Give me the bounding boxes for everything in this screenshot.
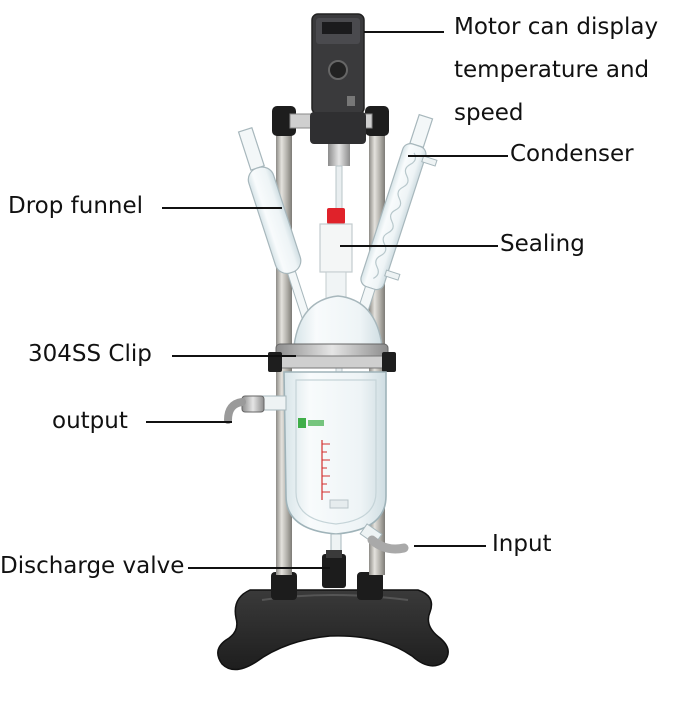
- seal-body: [319, 223, 353, 273]
- label-output: output: [52, 408, 128, 434]
- condenser: [355, 113, 438, 319]
- label-drop-funnel: Drop funnel: [8, 193, 144, 219]
- stand-base: [217, 589, 449, 671]
- motor-head-icon: [310, 13, 366, 144]
- seal-cap: [327, 208, 345, 224]
- reactor-lid: [293, 295, 383, 347]
- right-foot: [357, 572, 383, 600]
- input-port: [359, 523, 409, 554]
- label-clip: 304SS Clip: [28, 341, 152, 367]
- label-condenser: Condenser: [510, 141, 634, 167]
- chuck: [328, 144, 350, 166]
- left-foot: [271, 572, 297, 600]
- label-motor: Motor can display temperature and speed: [454, 14, 659, 126]
- discharge-valve: [322, 533, 346, 588]
- label-input: Input: [492, 531, 552, 557]
- glass-reactor-icon: [283, 371, 387, 535]
- output-port: [224, 395, 287, 424]
- stir-paddle: [329, 499, 349, 509]
- label-sealing: Sealing: [500, 231, 585, 257]
- clip: [268, 343, 396, 372]
- label-discharge-valve: Discharge valve: [0, 553, 185, 579]
